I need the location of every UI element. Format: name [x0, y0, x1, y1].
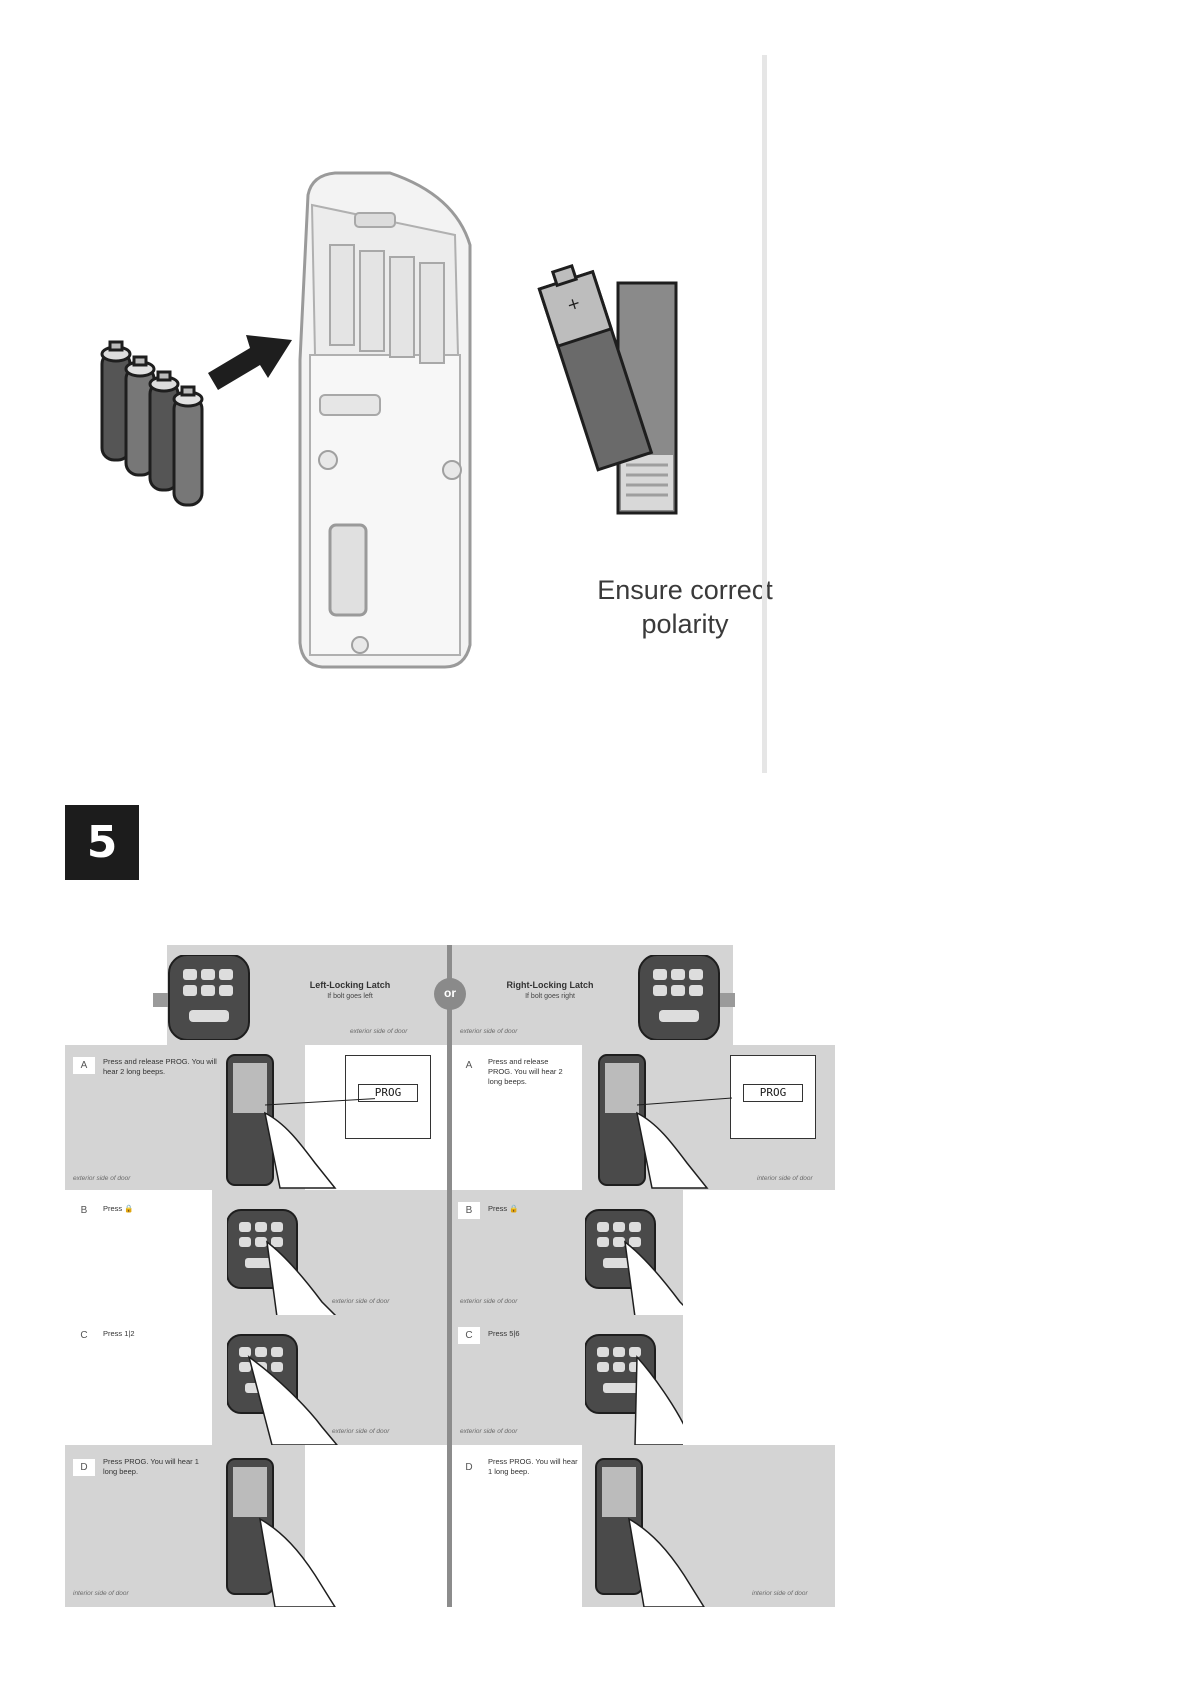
step-letter: B: [73, 1202, 95, 1219]
step-side-label: interior side of door: [757, 1175, 813, 1182]
step-instruction: Press PROG. You will hear 1 long beep.: [103, 1457, 199, 1476]
step-instruction: Press and release PROG. You will hear 2 …: [103, 1057, 217, 1076]
interior-lock-hand-illustration: [226, 1458, 336, 1607]
step-letter: D: [458, 1459, 480, 1476]
aa-batteries-icon: [100, 340, 204, 507]
header-right-cell: Right-Locking Latch If bolt goes right e…: [450, 945, 835, 1045]
right-step-c-text-cell: C Press 5|6 exterior side of door: [450, 1315, 683, 1445]
step-side-label: exterior side of door: [460, 1428, 518, 1435]
prog-button-callout: PROG: [345, 1055, 431, 1139]
handing-programming-grid: Left-Locking Latch If bolt goes left ext…: [65, 945, 835, 1607]
polarity-label: Ensure correct polarity: [597, 575, 773, 639]
right-step-a-image-cell: PROG interior side of door: [582, 1045, 835, 1190]
left-header-side-label: exterior side of door: [350, 1028, 408, 1035]
battery-plus-sign: +: [564, 293, 583, 315]
top-divider: [762, 55, 767, 773]
left-step-b-text-cell: B Press 🔒: [65, 1190, 212, 1315]
battery-install-figure: + Ensure correct polarity: [60, 55, 773, 775]
right-step-c-blank-cell: [683, 1315, 835, 1445]
keypad-hand-illustration: [227, 1334, 338, 1445]
right-step-b-blank-cell: [683, 1190, 835, 1315]
step-letter: C: [73, 1327, 95, 1344]
step-letter: C: [458, 1327, 480, 1344]
step-letter: D: [73, 1459, 95, 1476]
keypad-hand-illustration: [227, 1209, 337, 1315]
right-step-d-image-cell: interior side of door: [582, 1445, 835, 1607]
right-step-d-text-cell: D Press PROG. You will hear 1 long beep.: [450, 1445, 582, 1607]
prog-button-label: PROG: [743, 1084, 803, 1102]
prog-button-callout: PROG: [730, 1055, 816, 1139]
keypad-exterior-icon: [153, 955, 250, 1040]
step-side-label: exterior side of door: [332, 1428, 390, 1435]
step-letter: A: [73, 1057, 95, 1074]
left-step-d-blank-cell: [305, 1445, 450, 1607]
prog-button-label: PROG: [358, 1084, 418, 1102]
step-side-label: exterior side of door: [460, 1298, 518, 1305]
or-badge: or: [434, 978, 466, 1010]
polarity-diagram: +: [537, 263, 678, 515]
step-instruction: Press 🔒: [103, 1204, 134, 1213]
step-side-label: exterior side of door: [73, 1175, 131, 1182]
battery-install-illustration: +: [100, 171, 678, 669]
step-instruction: Press and release PROG. You will hear 2 …: [488, 1057, 563, 1086]
interior-lock-hand-illustration: [598, 1054, 733, 1189]
step-side-label: exterior side of door: [332, 1298, 390, 1305]
step-instruction: Press PROG. You will hear 1 long beep.: [488, 1457, 578, 1476]
interior-lock-hand-illustration: [595, 1458, 705, 1607]
right-latch-title: Right-Locking Latch: [506, 980, 594, 990]
right-step-b-text-cell: B Press 🔒 exterior side of door: [450, 1190, 683, 1315]
left-step-b-image-cell: exterior side of door: [212, 1190, 450, 1315]
step-side-label: interior side of door: [752, 1590, 808, 1597]
keypad-exterior-icon: [638, 955, 735, 1040]
step-instruction: Press 1|2: [103, 1329, 135, 1338]
keypad-hand-illustration: [585, 1209, 683, 1315]
left-latch-subtitle: If bolt goes left: [327, 993, 373, 1000]
interior-lock-hand-illustration: [226, 1054, 375, 1189]
right-step-a-text-cell: A Press and release PROG. You will hear …: [450, 1045, 582, 1190]
right-latch-subtitle: If bolt goes right: [525, 993, 575, 1000]
lock-interior-housing: [298, 171, 472, 669]
step-number-badge: 5: [65, 805, 139, 880]
insert-arrow-icon: [208, 335, 292, 390]
step-side-label: interior side of door: [73, 1590, 129, 1597]
step-instruction: Press 5|6: [488, 1329, 520, 1338]
right-header-side-label: exterior side of door: [460, 1028, 518, 1035]
keypad-hand-illustration: [585, 1334, 683, 1445]
header-left-cell: Left-Locking Latch If bolt goes left ext…: [65, 945, 450, 1045]
left-step-c-text-cell: C Press 1|2: [65, 1315, 212, 1445]
center-divider: [447, 945, 452, 1607]
step-letter: A: [458, 1057, 480, 1074]
left-latch-title: Left-Locking Latch: [309, 980, 391, 990]
step-letter: B: [458, 1202, 480, 1219]
left-step-a-detail-cell: PROG: [305, 1045, 450, 1190]
left-step-c-image-cell: exterior side of door: [212, 1315, 450, 1445]
step-instruction: Press 🔒: [488, 1204, 519, 1213]
